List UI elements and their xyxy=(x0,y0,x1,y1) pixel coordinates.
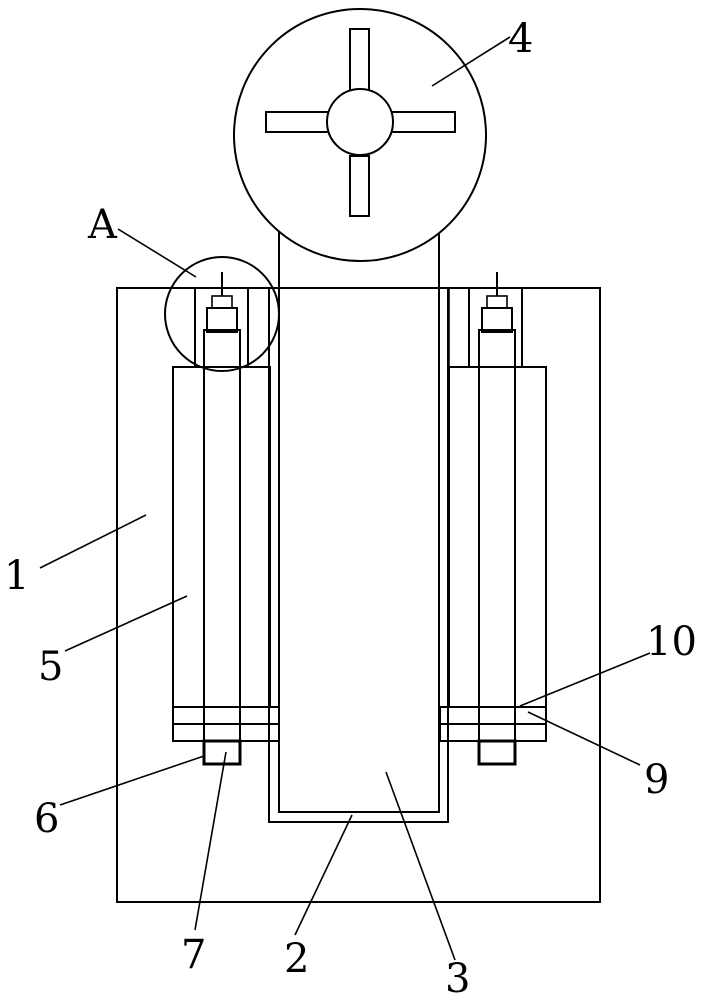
detail-circle xyxy=(164,256,280,372)
label-2: 2 xyxy=(284,936,309,982)
leader-7 xyxy=(194,751,227,931)
label-7: 7 xyxy=(181,932,206,978)
handwheel xyxy=(233,8,487,262)
left-top-nut xyxy=(211,295,233,309)
groove-outline xyxy=(268,287,449,823)
right-top-cap xyxy=(481,307,513,333)
leader-lines xyxy=(39,36,651,961)
right-channel xyxy=(468,287,523,368)
handwheel-hub xyxy=(326,88,394,156)
label-1: 1 xyxy=(4,553,29,599)
central-column xyxy=(278,214,440,813)
label-10: 10 xyxy=(646,619,697,665)
label-9: 9 xyxy=(644,757,669,803)
right-ring-lower xyxy=(439,723,547,742)
right-sleeve xyxy=(448,366,547,708)
base-body xyxy=(116,287,601,903)
label-5: 5 xyxy=(38,644,63,690)
leader-5 xyxy=(64,595,188,652)
left-sleeve xyxy=(172,366,271,708)
label-6: 6 xyxy=(34,796,59,842)
right-top-nut xyxy=(486,295,508,309)
leader-10 xyxy=(519,652,651,707)
leader-A xyxy=(117,228,197,278)
right-rod-foot xyxy=(477,739,517,766)
handwheel-spoke-bottom xyxy=(349,155,370,217)
right-rod xyxy=(478,329,516,765)
label-4: 4 xyxy=(508,16,533,62)
leader-6 xyxy=(59,755,205,806)
leader-3 xyxy=(385,771,456,961)
left-rod xyxy=(203,329,241,765)
right-assembly xyxy=(439,272,547,766)
leader-4 xyxy=(431,36,511,87)
left-top-cap xyxy=(206,307,238,333)
leader-1 xyxy=(39,514,147,569)
left-assembly xyxy=(172,272,280,766)
left-rod-foot xyxy=(202,739,242,766)
leader-2 xyxy=(294,814,353,936)
label-3: 3 xyxy=(445,956,470,1000)
left-ring xyxy=(172,706,280,725)
left-ring-lower xyxy=(172,723,280,742)
label-A: A xyxy=(87,202,118,248)
leader-9 xyxy=(527,711,641,766)
right-ring xyxy=(439,706,547,725)
